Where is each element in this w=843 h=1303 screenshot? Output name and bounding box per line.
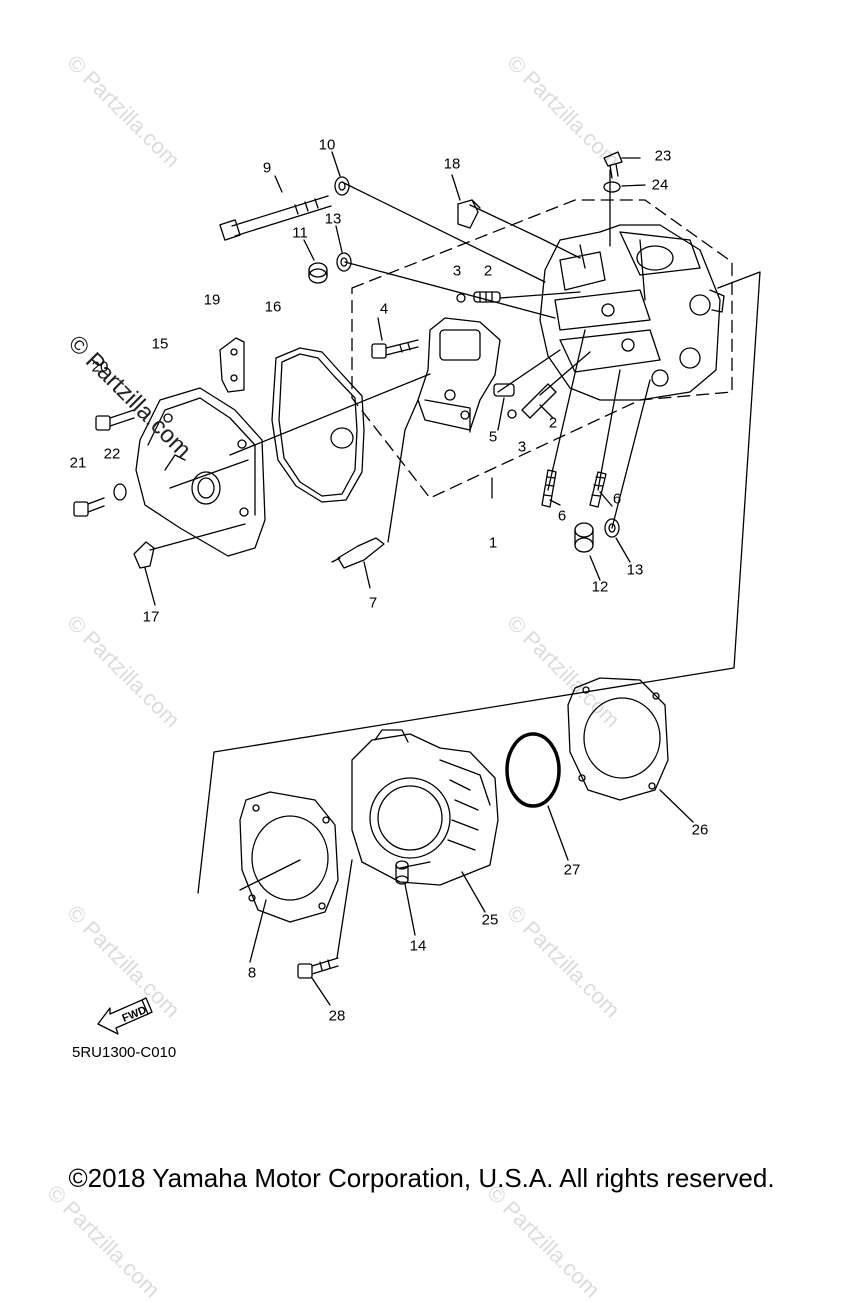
callout-27: 27 <box>563 861 581 879</box>
washer-24 <box>603 181 621 193</box>
callout-15: 15 <box>151 335 169 353</box>
cylinder-head <box>539 224 725 401</box>
gasket-8 <box>239 791 339 923</box>
gasket-26 <box>567 677 669 801</box>
bolt-4 <box>371 339 419 359</box>
stud-6-right <box>589 471 607 508</box>
callout-26: 26 <box>691 821 709 839</box>
callout-11: 11 <box>292 224 308 242</box>
callout-24: 24 <box>651 176 669 194</box>
washer-10 <box>334 176 350 196</box>
callout-6: 6 <box>557 507 567 525</box>
fwd-arrow-icon: FWD <box>97 997 153 1035</box>
callout-7: 7 <box>368 594 378 612</box>
bolt-21 <box>73 497 105 517</box>
group-frame-line <box>197 271 761 894</box>
stud-6-left <box>541 469 557 508</box>
head-cover-15 <box>135 387 266 557</box>
callout-4: 4 <box>379 300 389 318</box>
callout-8: 8 <box>247 964 257 982</box>
callout-25: 25 <box>481 911 499 929</box>
dowel-14 <box>395 860 409 885</box>
bracket-19 <box>219 337 245 393</box>
callout-2: 2 <box>548 414 558 432</box>
assembly-dashed-outline <box>351 199 733 499</box>
copyright-notice: ©2018 Yamaha Motor Corporation, U.S.A. A… <box>68 1163 775 1193</box>
callout-5: 5 <box>488 428 498 446</box>
callout-23: 23 <box>654 147 672 165</box>
cylinder-25 <box>351 729 499 886</box>
bolt-28 <box>297 957 339 979</box>
clip-3-lower <box>507 409 517 419</box>
callout-16: 16 <box>264 298 282 316</box>
stud-2-upper <box>473 291 501 303</box>
bolt-20 <box>95 409 135 431</box>
washer-22 <box>113 483 127 501</box>
callout-18: 18 <box>443 155 461 173</box>
callout-17: 17 <box>142 608 160 626</box>
callout-9: 9 <box>262 159 272 177</box>
callout-12: 12 <box>591 578 609 596</box>
bolt-9 <box>219 195 332 241</box>
callout-3: 3 <box>517 438 527 456</box>
plug-5 <box>493 383 515 397</box>
washer-13 <box>336 252 352 272</box>
parts-diagram <box>73 151 761 1006</box>
callout-19: 19 <box>203 291 221 309</box>
clamp-17 <box>133 541 155 569</box>
callout-21: 21 <box>69 454 87 472</box>
bolt-23 <box>603 151 623 179</box>
callout-10: 10 <box>318 136 336 154</box>
plug-12 <box>574 522 594 553</box>
dowel-11 <box>308 262 328 284</box>
callout-3: 3 <box>452 262 462 280</box>
sensor-7 <box>331 537 385 569</box>
callout-13: 13 <box>324 210 342 228</box>
callout-22: 22 <box>103 445 121 463</box>
o-ring-27 <box>505 732 561 808</box>
callout-1: 1 <box>488 534 498 552</box>
callout-13: 13 <box>626 561 644 579</box>
callout-28: 28 <box>328 1007 346 1025</box>
callout-6: 6 <box>612 490 622 508</box>
gasket-16 <box>271 347 365 503</box>
callout-20: 20 <box>91 358 109 376</box>
stud-2-lower <box>521 383 557 419</box>
callout-2: 2 <box>483 262 493 280</box>
camshaft-holder <box>417 317 501 433</box>
washer-13-lower <box>604 518 620 538</box>
callout-14: 14 <box>409 937 427 955</box>
clip-3-upper <box>456 293 466 303</box>
diagram-code: 5RU1300-C010 <box>72 1044 177 1061</box>
guide-18 <box>457 199 479 229</box>
